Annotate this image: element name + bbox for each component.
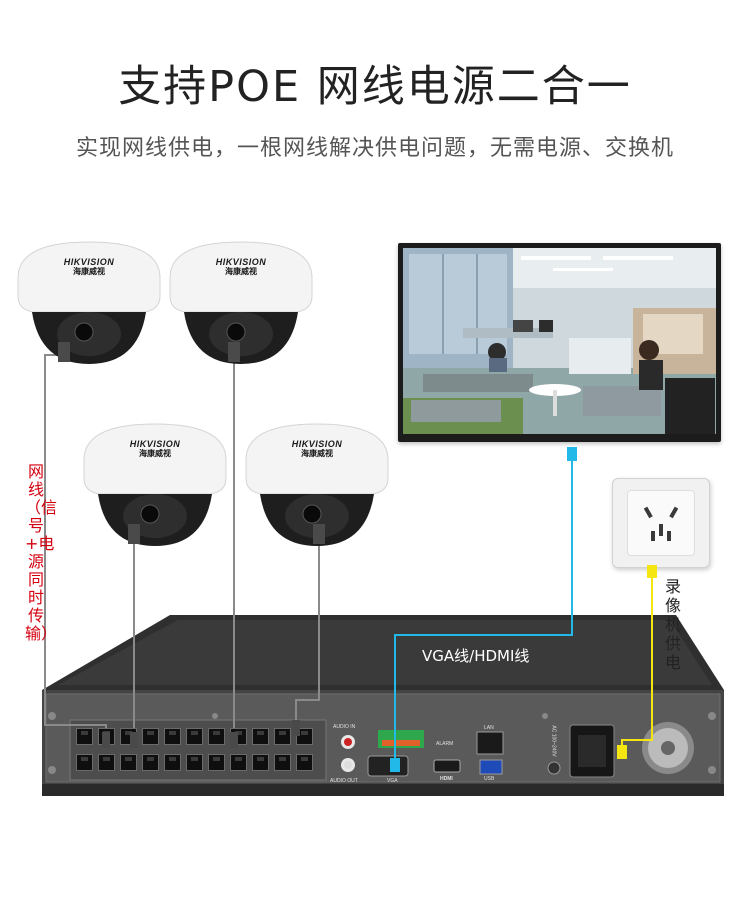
rj45-port[interactable] (164, 728, 181, 745)
rj45-port[interactable] (296, 728, 313, 745)
dome-camera: HIKVISION 海康威视 (14, 238, 164, 368)
poe-cable-plug (230, 732, 238, 748)
camera-brand-cn-text: 海康威视 (225, 266, 257, 276)
network-cable-label: 网线（信号+电源同时传输） (25, 462, 58, 643)
vga-hdmi-cable-label: VGA线/HDMI线 (422, 647, 530, 665)
camera-logo: HIKVISION 海康威视 (242, 439, 392, 459)
camera-brand-text: HIKVISION (291, 439, 343, 449)
rj45-port[interactable] (142, 728, 159, 745)
rj45-port[interactable] (252, 754, 269, 771)
nvr-power-label: 录像机供电 (664, 577, 681, 672)
vga-port-label: VGA (387, 778, 398, 784)
rj45-port[interactable] (208, 728, 225, 745)
rj45-port[interactable] (76, 754, 93, 771)
camera-logo: HIKVISION 海康威视 (80, 439, 230, 459)
rj45-port[interactable] (76, 728, 93, 745)
rj45-port[interactable] (252, 728, 269, 745)
page-subtitle: 实现网线供电，一根网线解决供电问题，无需电源、交换机 (75, 136, 674, 161)
usb-port-label: USB (484, 776, 495, 782)
rj45-port[interactable] (186, 728, 203, 745)
wall-power-outlet (612, 478, 710, 568)
power-rating-label: AC 100~240V (550, 725, 557, 757)
rj45-port[interactable] (186, 754, 203, 771)
camera-brand-text: HIKVISION (63, 257, 115, 267)
monitor-screen-image (403, 248, 716, 434)
audio-in-label: AUDIO IN (333, 724, 356, 730)
rj45-port[interactable] (164, 754, 181, 771)
monitor (398, 243, 721, 442)
camera-brand-text: HIKVISION (129, 439, 181, 449)
rj45-port[interactable] (296, 754, 313, 771)
camera-logo: HIKVISION 海康威视 (166, 257, 316, 277)
dome-camera: HIKVISION 海康威视 (80, 420, 230, 550)
poe-cable-plug (292, 720, 300, 736)
alarm-label: ALARM (436, 741, 454, 747)
camera-brand-cn-text: 海康威视 (73, 266, 105, 276)
poe-cable-plug (102, 732, 110, 748)
rj45-port[interactable] (274, 754, 291, 771)
rj45-port[interactable] (142, 754, 159, 771)
rj45-port[interactable] (208, 754, 225, 771)
camera-brand-text: HIKVISION (215, 257, 267, 267)
camera-brand-cn-text: 海康威视 (301, 448, 333, 458)
hdmi-port-label: HDMI (440, 776, 453, 782)
rj45-port[interactable] (274, 728, 291, 745)
rj45-port[interactable] (230, 754, 247, 771)
page-title: 支持POE 网线电源二合一 (118, 62, 632, 112)
audio-out-label: AUDIO OUT (330, 778, 358, 784)
rj45-port[interactable] (98, 754, 115, 771)
lan-port-label: LAN (484, 725, 494, 731)
outlet-face (627, 490, 695, 556)
poe-cable-plug (130, 732, 138, 748)
dome-camera: HIKVISION 海康威视 (166, 238, 316, 368)
dome-camera: HIKVISION 海康威视 (242, 420, 392, 550)
rj45-port[interactable] (120, 754, 137, 771)
camera-logo: HIKVISION 海康威视 (14, 257, 164, 277)
camera-brand-cn-text: 海康威视 (139, 448, 171, 458)
